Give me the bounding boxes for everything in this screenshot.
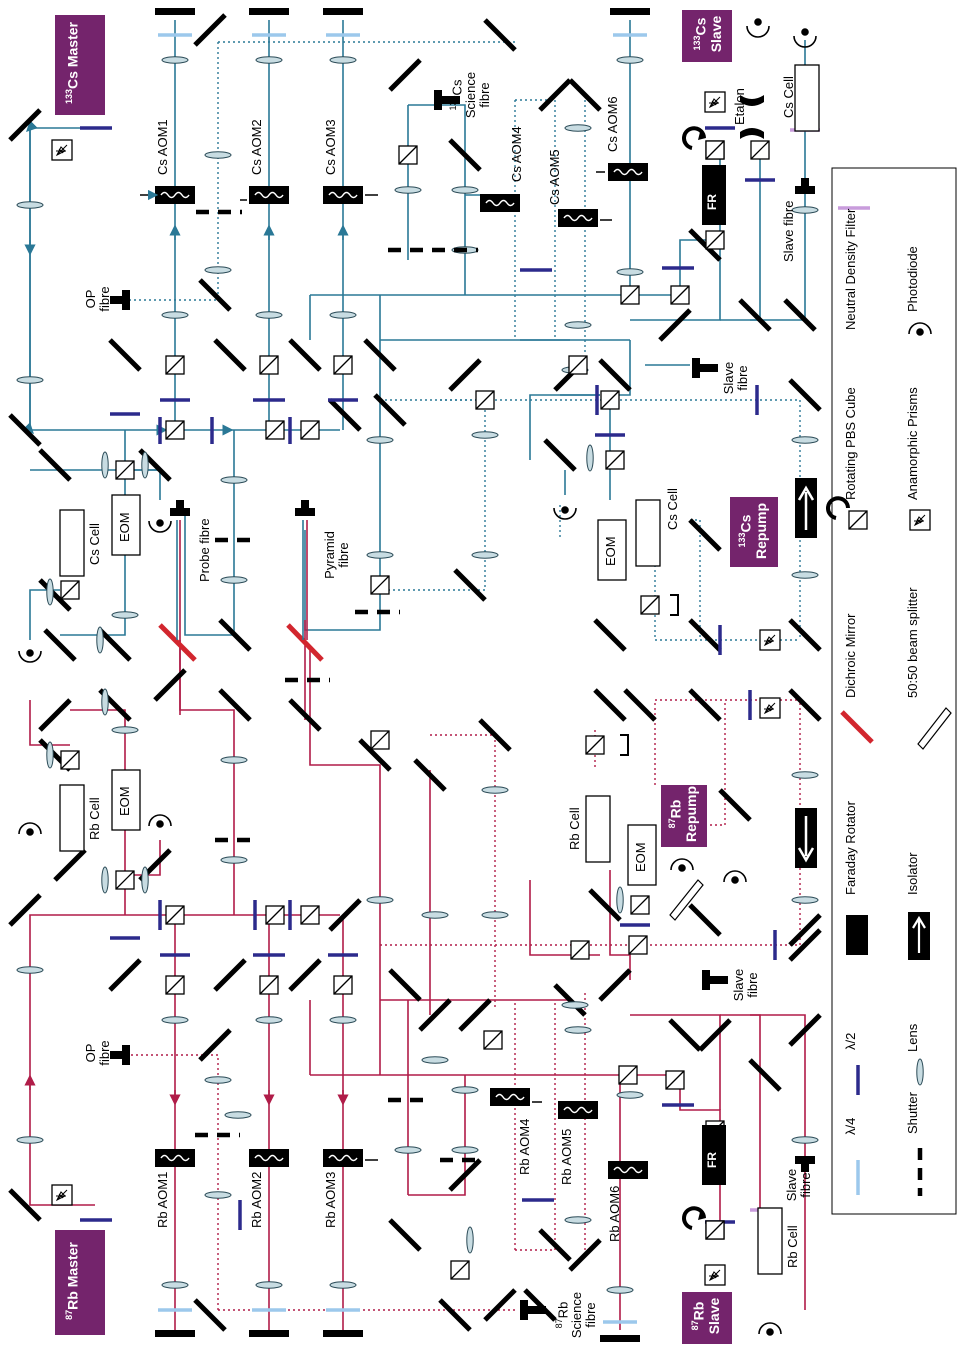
cs-aom2-label: Cs AOM2 — [249, 119, 264, 175]
rb-aom4-label: Rb AOM4 — [517, 1118, 532, 1175]
beam-dumps — [620, 594, 679, 756]
cs-cell-label: Cs Cell — [665, 488, 680, 530]
cs-dotted-beams — [130, 41, 801, 641]
legend-lambda2: λ/2 — [843, 1032, 858, 1050]
legend-lens: Lens — [905, 1023, 920, 1052]
legend-symbols — [826, 206, 952, 1196]
legend-faraday: Faraday Rotator — [843, 801, 858, 895]
rb-cell-label: Rb Cell — [785, 1225, 800, 1268]
rb-aom5-label: Rb AOM5 — [559, 1128, 574, 1185]
legend-isolator: Isolator — [905, 852, 920, 895]
fibres — [110, 90, 815, 1320]
cs-aom4-label: Cs AOM4 — [509, 126, 524, 182]
eom-label: EOM — [633, 842, 648, 872]
probe-fibre-label: Probe fibre — [197, 518, 212, 582]
shutters — [195, 209, 484, 1163]
eom-label: EOM — [117, 512, 132, 542]
pbs-cubes — [60, 140, 770, 1280]
rb-cell-label: Rb Cell — [87, 797, 102, 840]
lenses — [16, 56, 819, 1294]
dichroic-mirrors — [158, 623, 324, 662]
eom-boxes — [111, 494, 657, 886]
rb-aom2-label: Rb AOM2 — [249, 1171, 264, 1228]
etalon-label: Etalon — [732, 88, 747, 125]
rb-aom1-label: Rb AOM1 — [155, 1171, 170, 1228]
rb-aom3-label: Rb AOM3 — [323, 1171, 338, 1228]
beam-splitters — [669, 879, 704, 921]
faraday-rotators — [702, 165, 726, 1185]
slave-fibre-top-label: Slave fibre — [781, 200, 796, 262]
legend-anamorphic: Anamorphic Prisms — [905, 387, 920, 500]
eom-label: EOM — [117, 786, 132, 816]
aom-drive-arrows — [140, 171, 612, 1161]
cs-master-label: 133Cs Master — [64, 22, 81, 104]
legend-dichroic: Dichroic Mirror — [843, 613, 858, 699]
rb-cell-label: Rb Cell — [567, 807, 582, 850]
faraday-label: FR — [705, 1152, 719, 1168]
retro-mirrors — [155, 8, 650, 1342]
legend-box — [831, 167, 957, 1215]
rb-aom6-label: Rb AOM6 — [607, 1185, 622, 1242]
eom-label: EOM — [603, 536, 618, 566]
vapour-cells — [59, 64, 820, 1275]
isolators — [795, 478, 817, 868]
cs-aom6-label: Cs AOM6 — [605, 96, 620, 152]
legend-rot-pbs: Rotating PBS Cube — [843, 387, 858, 500]
rb-master-label: 87Rb Master — [64, 1242, 81, 1320]
faraday-label: FR — [705, 194, 719, 210]
cs-aom5-label: Cs AOM5 — [547, 149, 562, 205]
rotating-pbs-cubes — [682, 126, 725, 1240]
quarter-wave-plates — [158, 33, 647, 1324]
fibre-paths — [176, 520, 308, 640]
legend-photodiode: Photodiode — [905, 246, 920, 312]
legend-nd-filter: Neutral Density Filter — [843, 208, 858, 330]
cs-cell-label: Cs Cell — [87, 523, 102, 565]
laser-boxes — [55, 10, 778, 1344]
cs-aom3-label: Cs AOM3 — [323, 119, 338, 175]
legend-lambda4: λ/4 — [843, 1117, 858, 1135]
cs-cell-label: Cs Cell — [781, 76, 796, 118]
legend-shutter: Shutter — [905, 1092, 920, 1134]
cs-aom1-label: Cs AOM1 — [155, 119, 170, 175]
cs-beams — [22, 20, 806, 640]
photodiodes — [18, 18, 817, 1336]
etalon — [740, 95, 764, 139]
rb-beams — [24, 620, 806, 1330]
legend-beam-splitter: 50:50 beam splitter — [905, 587, 920, 698]
mirrors — [8, 13, 822, 1332]
